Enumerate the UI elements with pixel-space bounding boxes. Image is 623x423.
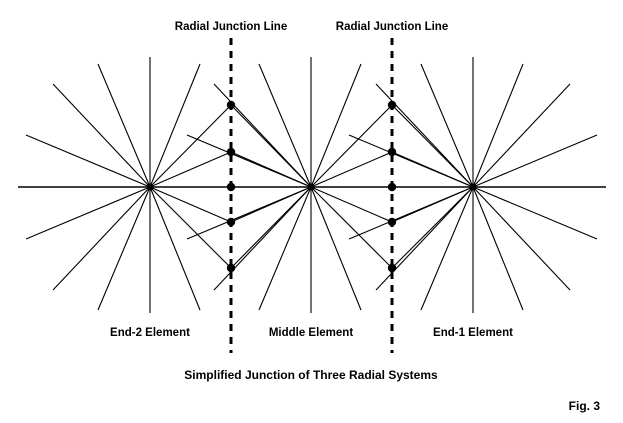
radial-spoke [25,186,151,240]
radial-spoke [52,83,151,188]
radial-spoke [420,186,474,311]
junction-node-dot [387,182,397,192]
junction-node-dot [387,147,397,157]
junction-spoke [230,104,312,188]
radial-spoke [472,134,598,188]
element-label-3: End-1 Element [433,327,513,339]
junction-spoke [310,186,393,269]
radial-spoke [149,186,201,311]
junction-node-dot [387,217,397,227]
radial-spoke [472,83,571,188]
junction-spoke [310,186,393,223]
radial-spoke [472,186,524,311]
junction-nodes-group [226,100,397,273]
middle-hub [307,183,315,191]
radial-junction-line-label-2: Radial Junction Line [336,21,448,33]
radial-spoke [258,186,312,311]
radial-spoke [97,63,151,188]
junction-spoke [310,104,393,188]
headings-group: Radial Junction Line Radial Junction Line [175,21,448,33]
hub-dots-group [146,183,477,191]
radial-spoke [472,63,524,188]
junction-spoke [310,151,393,188]
junction-spokes-group [149,104,474,269]
end-1-hub [469,183,477,191]
radial-spoke [472,186,571,291]
radial-spoke [97,186,151,311]
junction-spoke [230,151,312,188]
junction-node-dot [226,263,236,273]
end-2-hub [146,183,154,191]
radial-spoke [25,134,151,188]
radial-spoke [472,186,598,240]
junction-node-dot [387,263,397,273]
figure-caption: Simplified Junction of Three Radial Syst… [184,368,438,382]
element-label-2: Middle Element [269,327,354,339]
junction-node-dot [226,182,236,192]
junction-spoke [149,186,232,223]
figure-number: Fig. 3 [569,399,601,413]
junction-spoke [391,186,474,269]
junction-node-dot [226,217,236,227]
junction-spoke [391,151,474,188]
junction-lines-group [229,38,394,353]
junction-node-dot [387,100,397,110]
junction-spoke [149,186,232,269]
element-label-1: End-2 Element [110,327,190,339]
radial-spoke [420,63,474,188]
radial-junction-line-label-1: Radial Junction Line [175,21,287,33]
element-labels-group: End-2 Element Middle Element End-1 Element [110,327,513,339]
junction-spoke [149,104,232,188]
junction-spoke [230,186,312,269]
junction-spoke [230,186,312,223]
junction-spoke [149,151,232,188]
radial-spoke [258,63,312,188]
junction-node-dot [226,100,236,110]
radial-spoke [149,63,201,188]
junction-node-dot [226,147,236,157]
radial-spoke [310,63,362,188]
radial-spoke [310,186,362,311]
junction-spoke [391,104,474,188]
radial-spoke [52,186,151,291]
junction-spoke [391,186,474,223]
